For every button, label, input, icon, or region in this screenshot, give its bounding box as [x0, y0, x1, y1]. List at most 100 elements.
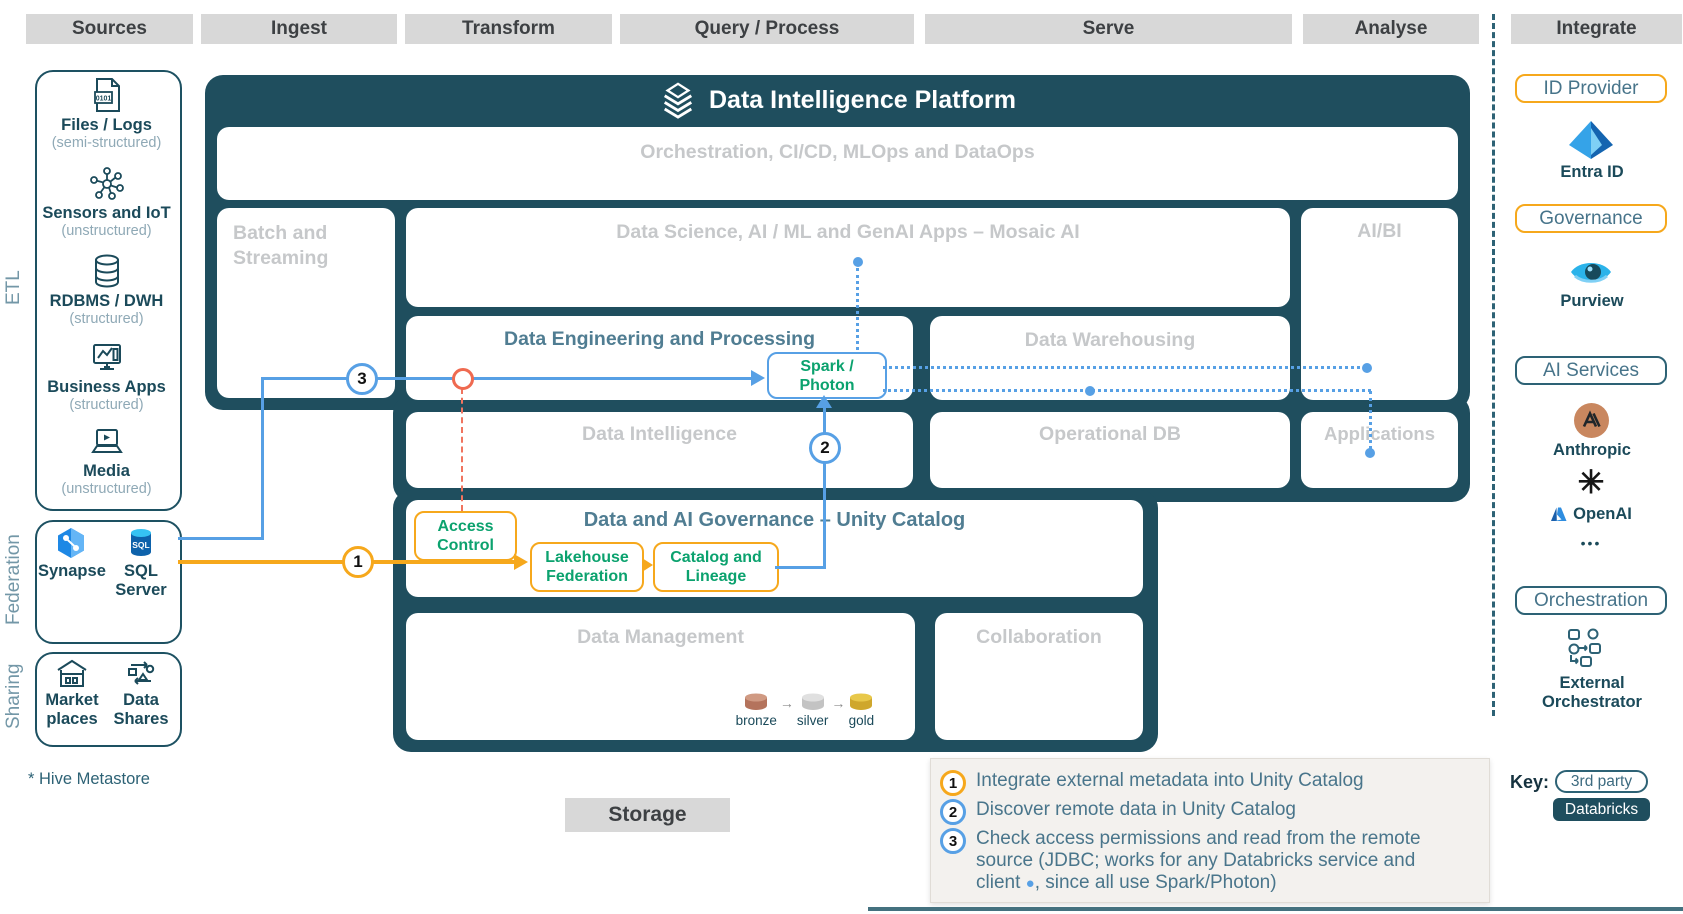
orchestration-box: Orchestration, CI/CD, MLOps and DataOps	[217, 127, 1458, 200]
file-code-icon: 0101	[93, 78, 120, 112]
collaboration-label: Collaboration	[976, 626, 1102, 648]
svg-text:SQL: SQL	[132, 540, 149, 550]
legend-marker-3: 3	[940, 828, 966, 854]
data-warehousing-box: Data Warehousing	[930, 316, 1290, 400]
azure-icon	[1551, 507, 1567, 521]
step-marker-2: 2	[809, 432, 841, 464]
azure-openai-row: OpenAI	[1515, 505, 1667, 524]
bottom-edge-strip	[868, 907, 1683, 911]
federation-label: SQL Server	[115, 562, 167, 599]
source-label: RDBMS / DWH	[49, 292, 164, 310]
arrow-right-icon: →	[831, 695, 846, 711]
key-3rd-party-pill: 3rd party	[1555, 770, 1648, 793]
legend-item-3: 3 Check access permissions and read from…	[940, 828, 1489, 895]
source-sublabel: (unstructured)	[61, 481, 152, 497]
platform-title: Data Intelligence Platform	[708, 85, 1017, 114]
blue-dot	[1085, 386, 1095, 396]
unity-catalog-title: Data and AI Governance – Unity Catalog	[583, 509, 966, 531]
source-sublabel: (semi-structured)	[51, 135, 162, 151]
source-label: Files / Logs	[61, 116, 152, 134]
sharing-label: Market places	[45, 691, 99, 728]
batch-streaming-label: Batch and Streaming	[233, 222, 329, 269]
data-science-box: Data Science, AI / ML and GenAI Apps – M…	[406, 208, 1290, 307]
integrate-divider	[1492, 14, 1495, 716]
applications-box: Applications	[1301, 412, 1458, 488]
step-marker-1: 1	[342, 546, 374, 578]
federation-items: Synapse SQL SQL Server	[35, 526, 178, 600]
storage-chip: Storage	[565, 798, 730, 832]
sharing-label: Data Shares	[113, 691, 169, 728]
source-sensors-iot: Sensors and IoT (unstructured)	[37, 164, 176, 240]
external-orchestrator-icon	[1568, 628, 1601, 667]
medallion-gold: gold	[848, 692, 874, 728]
ai-services-chip: AI Services	[1515, 356, 1667, 385]
orchestration-chip: Orchestration	[1515, 586, 1667, 615]
entra-id-label: Entra ID	[1560, 163, 1624, 181]
medallion-silver: silver	[796, 692, 829, 728]
openai-label: OpenAI	[1573, 505, 1632, 523]
federation-item-synapse: Synapse	[38, 526, 106, 600]
step-marker-3: 3	[346, 363, 378, 395]
sharing-item-marketplaces: Market places	[40, 657, 104, 729]
legend-item-1: 1 Integrate external metadata into Unity…	[940, 770, 1489, 796]
inline-blue-dot-icon: ●	[1025, 875, 1035, 892]
gold-table-icon	[850, 693, 873, 710]
legend-text-3: Check access permissions and read from t…	[976, 828, 1421, 893]
access-control-box: Access Control	[414, 511, 517, 561]
media-laptop-icon	[90, 429, 123, 453]
ai-bi-label: AI/BI	[1357, 220, 1402, 242]
data-warehousing-label: Data Warehousing	[1024, 329, 1196, 351]
blue-flow-line	[178, 537, 264, 540]
source-media: Media (unstructured)	[37, 424, 176, 498]
stage-chip-ingest: Ingest	[201, 14, 397, 44]
external-orchestrator-label: External Orchestrator	[1542, 674, 1642, 711]
source-sublabel: (unstructured)	[61, 223, 152, 239]
stage-chip-sources: Sources	[26, 14, 193, 44]
sharing-items: Market places Data Shares	[35, 657, 178, 729]
purview-label: Purview	[1560, 292, 1624, 310]
legend-marker-2: 2	[940, 799, 966, 825]
blue-dotted-line	[856, 268, 859, 350]
stage-chip-transform: Transform	[405, 14, 612, 44]
blue-arrowhead-up-icon	[816, 395, 832, 408]
ai-bi-box: AI/BI	[1301, 208, 1458, 400]
source-label: Business Apps	[47, 378, 166, 396]
source-label: Media	[83, 462, 130, 480]
marketplace-icon	[57, 659, 87, 687]
operational-db-box: Operational DB	[930, 412, 1290, 488]
source-business-apps: Business Apps (structured)	[37, 338, 176, 414]
federation-label: Synapse	[38, 562, 106, 580]
sharing-panel	[35, 652, 182, 747]
blue-dotted-line	[1369, 391, 1372, 449]
blue-flow-line	[261, 378, 264, 539]
source-files-logs: 0101 Files / Logs (semi-structured)	[37, 76, 176, 152]
catalog-lineage-box: Catalog and Lineage	[653, 542, 779, 592]
anthropic-label: Anthropic	[1553, 441, 1631, 459]
red-dashed-line	[461, 388, 463, 511]
source-label: Sensors and IoT	[42, 204, 171, 222]
data-shares-icon	[128, 661, 155, 685]
data-management-label: Data Management	[577, 626, 744, 648]
blue-flow-line	[823, 406, 826, 569]
federation-item-sql-server: SQL SQL Server	[107, 526, 175, 600]
medallion-bronze: bronze	[736, 692, 777, 728]
purview-icon	[1571, 263, 1611, 283]
anthropic-icon	[1574, 403, 1609, 438]
business-apps-icon	[92, 344, 121, 370]
medallion-label: silver	[796, 713, 829, 728]
spark-photon-box: Spark / Photon	[767, 352, 887, 399]
arrow-right-icon: →	[779, 695, 794, 711]
collaboration-box: Collaboration	[935, 613, 1143, 740]
stage-chip-serve: Serve	[925, 14, 1292, 44]
lane-label-etl: ETL	[3, 270, 24, 306]
blue-dot	[1365, 448, 1375, 458]
entra-id-icon	[1569, 121, 1613, 159]
orange-arrowhead-right-icon	[642, 558, 653, 572]
medallion-label: gold	[848, 713, 875, 728]
lane-label-federation: Federation	[3, 534, 24, 626]
data-engineering-label: Data Engineering and Processing	[504, 328, 815, 350]
medallion-architecture: bronze → silver → gold	[715, 692, 895, 728]
hive-metastore-footnote: * Hive Metastore	[28, 770, 150, 788]
blue-dotted-line	[883, 389, 1371, 392]
